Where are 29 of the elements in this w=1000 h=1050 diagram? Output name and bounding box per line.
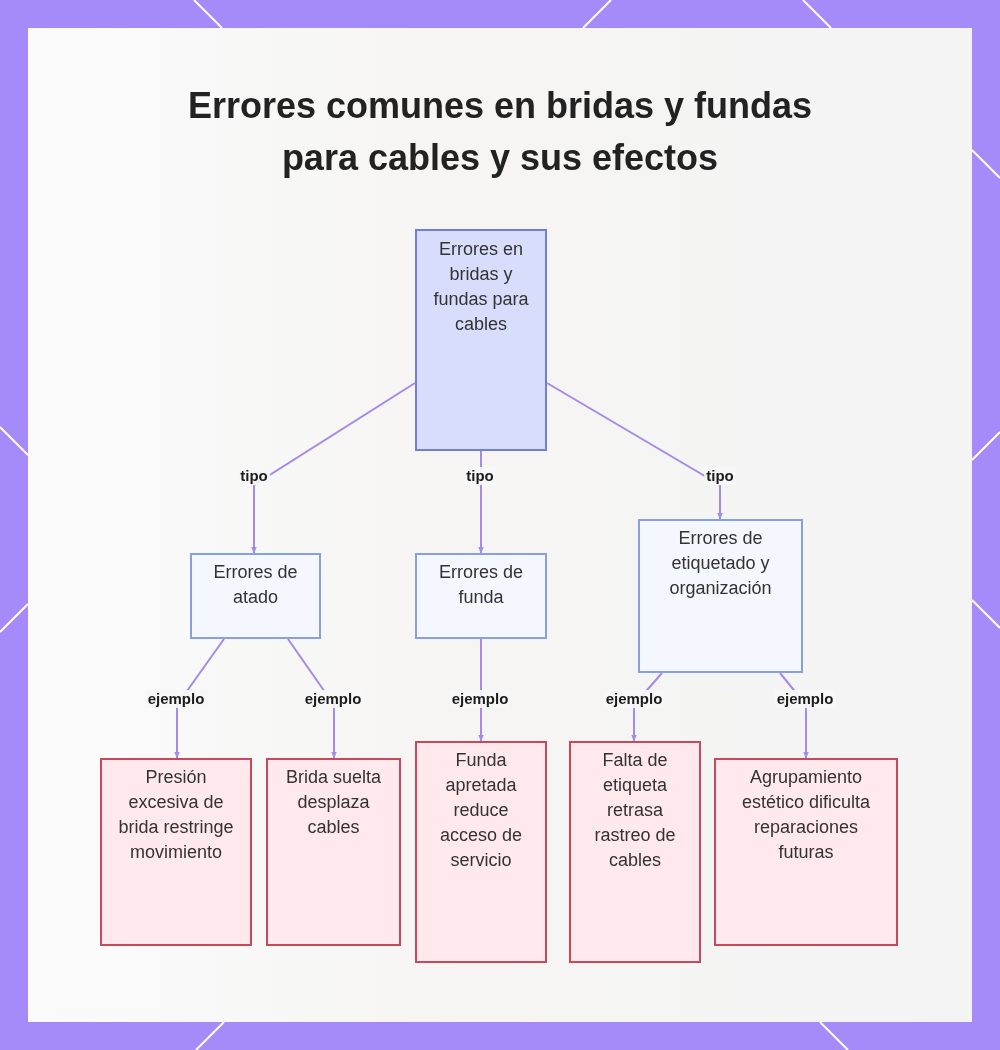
node-text: Brida suelta desplaza cables [284,766,383,839]
edge-label: ejemplo [603,690,665,708]
node-text: Falta de etiqueta retrasa rastreo de cables [593,749,677,872]
connector-arrow [251,382,416,554]
process-box [415,741,547,963]
connector-arrow [546,382,723,520]
process-box [190,553,321,639]
process-box [415,553,547,639]
process-box [100,758,252,946]
node-text: Errores de funda [437,561,524,609]
node-text: Agrupamiento estético dificulta reparaciones futuras [740,766,872,864]
node-text: Errores de atado [212,561,299,609]
process-box [638,519,803,673]
node-text: Presión excesiva de brida restringe movimiento [117,766,235,864]
edge-label: ejemplo [302,690,364,708]
edge-label: ejemplo [774,690,836,708]
process-box [415,229,547,451]
edge-label: ejemplo [145,690,207,708]
process-box [714,758,898,946]
edge-label: tipo [704,467,736,485]
node-text: Errores de etiquetado y organización [668,527,773,600]
edge-label: tipo [238,467,270,485]
process-box [569,741,701,963]
edge-label: ejemplo [449,690,511,708]
node-text: Funda apretada reduce acceso de servicio [438,749,524,872]
title: Errores comunes en bridas y fundas para cables y sus efectos [186,84,814,180]
process-box [266,758,401,946]
node-text: Errores en bridas y fundas para cables [432,238,530,336]
edge-label: tipo [464,467,496,485]
